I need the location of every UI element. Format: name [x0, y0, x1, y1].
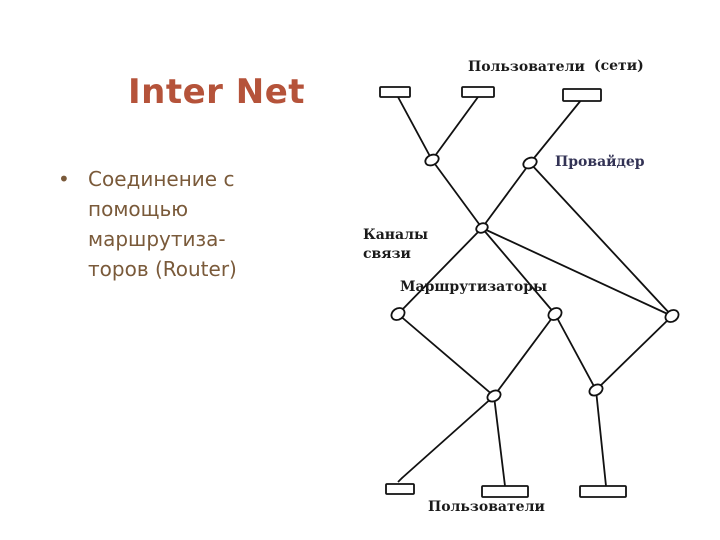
link-router2-router3	[481, 162, 531, 229]
user-terminal-top-2	[461, 86, 495, 98]
link-router6-router8	[595, 315, 673, 391]
bullet-list: • Соединение с помощью маршрутиза- торов…	[58, 164, 308, 284]
link-user3-router2	[529, 98, 583, 164]
link-router2-router5	[529, 162, 673, 317]
link-router3-router4	[397, 227, 483, 315]
label-users-bottom: Пользователи	[428, 499, 545, 515]
router-node	[664, 309, 680, 323]
link-user2-router1	[431, 96, 479, 161]
user-terminal-top-3	[562, 88, 602, 102]
router-node	[486, 389, 502, 403]
label-networks: (сети)	[594, 58, 644, 74]
label-provider: Провайдер	[555, 153, 645, 170]
router-node	[475, 222, 489, 234]
connection-lines	[397, 96, 673, 487]
link-router3-router5	[481, 227, 556, 315]
label-users-top: Пользователи	[468, 59, 585, 75]
link-router1-router3	[431, 159, 483, 229]
user-terminal-top-1	[379, 86, 411, 98]
user-terminal-bottom-3	[579, 485, 627, 498]
bullet-line-3: маршрутиза-	[88, 227, 226, 251]
link-router5-router8	[554, 313, 597, 391]
label-channels: Каналы	[363, 227, 428, 243]
link-router7-user4	[401, 395, 495, 479]
router-node	[390, 307, 406, 321]
user-terminals	[379, 86, 627, 498]
link-user1-router1	[397, 96, 433, 161]
bullet-marker: •	[58, 167, 70, 191]
router-node	[588, 383, 604, 397]
link-router3-router6	[481, 227, 673, 317]
user-terminal-bottom-2	[481, 485, 529, 498]
bullet-line-4: торов (Router)	[88, 257, 237, 281]
router-node	[424, 153, 440, 167]
link-router7-user5	[493, 395, 506, 487]
label-routers: Маршрутизаторы	[400, 279, 547, 295]
routers	[390, 153, 680, 403]
slide-title: Inter Net	[128, 72, 306, 112]
link-router8-user6	[595, 389, 607, 487]
bullet-line-1: Соединение с	[88, 167, 235, 191]
router-node	[522, 156, 538, 170]
router-node	[547, 307, 563, 321]
arrow-shaft	[397, 477, 403, 483]
bullet-item: • Соединение с помощью маршрутиза- торов…	[58, 164, 308, 284]
bullet-line-2: помощью	[88, 197, 189, 221]
link-router5-router7	[493, 313, 556, 397]
label-links: связи	[363, 246, 411, 262]
user-terminal-bottom-1	[385, 483, 415, 495]
link-router4-router7	[397, 313, 495, 397]
